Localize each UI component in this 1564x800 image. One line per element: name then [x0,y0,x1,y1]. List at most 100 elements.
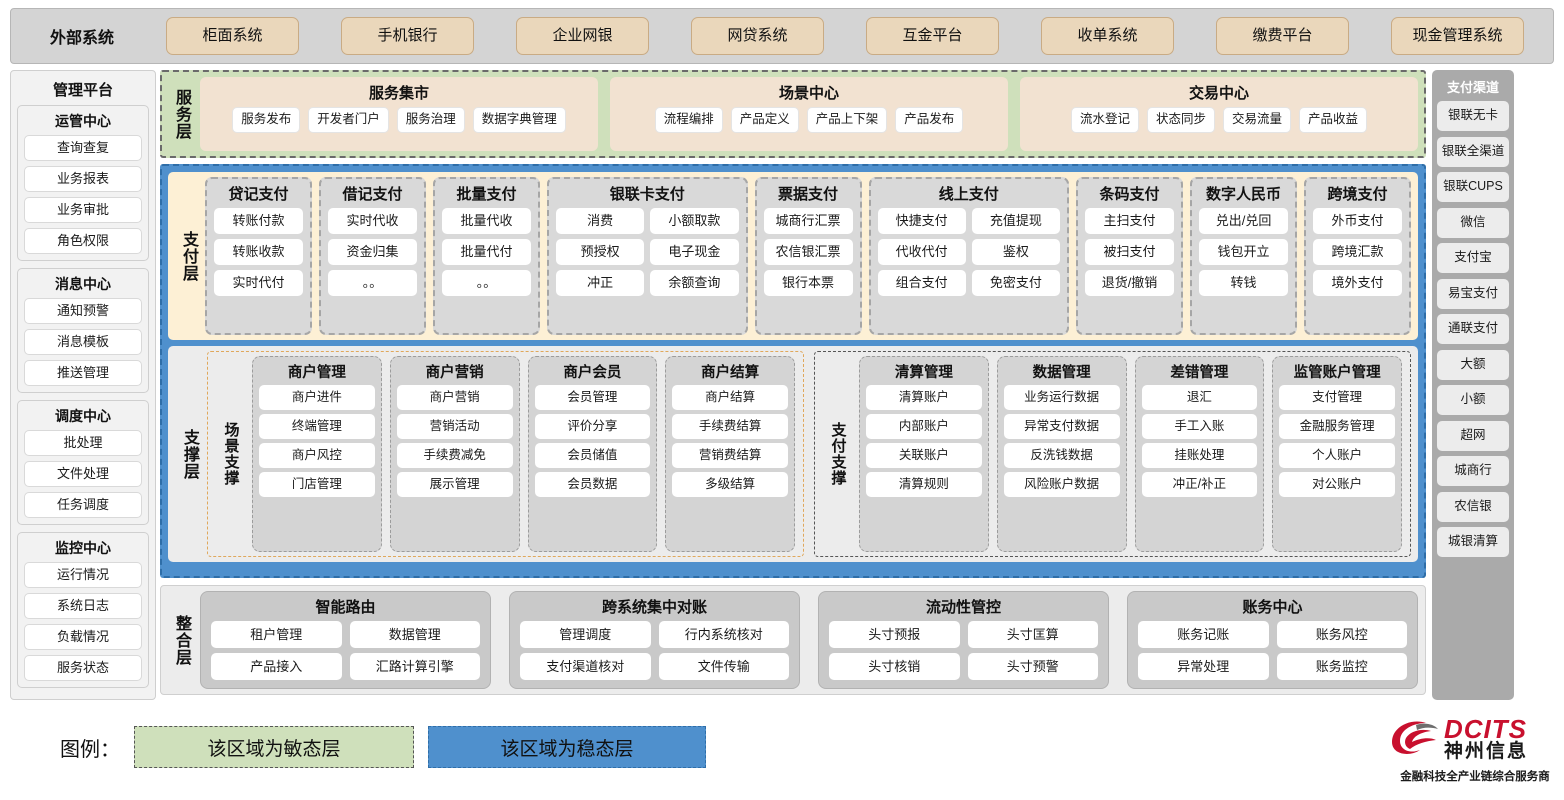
admin-item-chip[interactable]: 通知预警 [24,298,142,324]
support-item-chip[interactable]: 营销费结算 [672,443,788,468]
payment-channel-chip[interactable]: 微信 [1437,207,1509,238]
integration-item-chip[interactable]: 文件传输 [658,653,789,680]
support-item-chip[interactable]: 关联账户 [866,443,982,468]
support-item-chip[interactable]: 清算账户 [866,385,982,410]
support-item-chip[interactable]: 门店管理 [259,472,375,497]
support-item-chip[interactable]: 挂账处理 [1141,443,1258,468]
payment-channel-chip[interactable]: 农信银 [1437,491,1509,522]
payment-item-chip[interactable]: 转钱 [1199,270,1289,296]
admin-item-chip[interactable]: 文件处理 [24,461,142,487]
payment-item-chip[interactable]: 。。 [328,270,418,296]
external-system-chip[interactable]: 企业网银 [516,17,649,55]
payment-item-chip[interactable]: 被扫支付 [1085,239,1175,265]
payment-item-chip[interactable]: 资金归集 [328,239,418,265]
payment-item-chip[interactable]: 充值提现 [971,208,1060,234]
service-item-chip[interactable]: 流水登记 [1070,107,1139,133]
service-item-chip[interactable]: 产品上下架 [806,107,888,133]
support-item-chip[interactable]: 手工入账 [1141,414,1258,439]
integration-item-chip[interactable]: 账务监控 [1276,653,1407,680]
external-system-chip[interactable]: 柜面系统 [166,17,299,55]
support-item-chip[interactable]: 商户结算 [672,385,788,410]
service-item-chip[interactable]: 状态同步 [1146,107,1215,133]
payment-channel-chip[interactable]: 城商行 [1437,456,1509,486]
support-item-chip[interactable]: 业务运行数据 [1003,385,1120,410]
payment-channel-chip[interactable]: 银联CUPS [1437,172,1509,202]
payment-item-chip[interactable]: 实时代收 [328,208,418,234]
payment-item-chip[interactable]: 兑出/兑回 [1199,208,1289,234]
support-item-chip[interactable]: 退汇 [1141,385,1258,410]
payment-item-chip[interactable]: 。。 [442,270,532,296]
admin-item-chip[interactable]: 业务报表 [24,166,142,192]
integration-item-chip[interactable]: 租户管理 [211,621,342,648]
payment-item-chip[interactable]: 快捷支付 [877,208,966,234]
support-item-chip[interactable]: 风险账户数据 [1003,472,1120,497]
support-item-chip[interactable]: 反洗钱数据 [1003,443,1120,468]
integration-item-chip[interactable]: 头寸核销 [829,653,960,680]
payment-item-chip[interactable]: 实时代付 [214,270,304,296]
admin-item-chip[interactable]: 消息模板 [24,329,142,355]
admin-item-chip[interactable]: 角色权限 [24,228,142,254]
admin-item-chip[interactable]: 负载情况 [24,624,142,650]
payment-item-chip[interactable]: 代收代付 [877,239,966,265]
payment-channel-chip[interactable]: 城银清算 [1437,527,1509,557]
payment-item-chip[interactable]: 电子现金 [650,239,739,265]
payment-channel-chip[interactable]: 小额 [1437,385,1509,415]
admin-item-chip[interactable]: 任务调度 [24,492,142,518]
support-item-chip[interactable]: 清算规则 [866,472,982,497]
payment-item-chip[interactable]: 冲正 [556,270,645,296]
admin-item-chip[interactable]: 批处理 [24,430,142,456]
payment-item-chip[interactable]: 主扫支付 [1085,208,1175,234]
admin-item-chip[interactable]: 推送管理 [24,360,142,386]
support-item-chip[interactable]: 展示管理 [396,472,513,497]
support-item-chip[interactable]: 异常支付数据 [1003,414,1120,439]
service-item-chip[interactable]: 数据字典管理 [472,107,566,133]
payment-item-chip[interactable]: 鉴权 [971,239,1060,265]
support-item-chip[interactable]: 终端管理 [259,414,375,439]
integration-item-chip[interactable]: 头寸预报 [829,621,960,648]
payment-channel-chip[interactable]: 支付宝 [1437,243,1509,273]
support-item-chip[interactable]: 商户风控 [259,443,375,468]
payment-item-chip[interactable]: 退货/撤销 [1085,270,1175,296]
payment-channel-chip[interactable]: 银联无卡 [1437,101,1509,131]
payment-item-chip[interactable]: 转账付款 [214,208,304,234]
integration-item-chip[interactable]: 头寸预警 [967,653,1098,680]
support-item-chip[interactable]: 冲正/补正 [1141,472,1258,497]
support-item-chip[interactable]: 手续费减免 [396,443,513,468]
payment-item-chip[interactable]: 小额取款 [650,208,739,234]
admin-item-chip[interactable]: 服务状态 [24,655,142,681]
service-item-chip[interactable]: 流程编排 [654,107,723,133]
integration-item-chip[interactable]: 异常处理 [1138,653,1269,680]
service-item-chip[interactable]: 产品定义 [730,107,799,133]
integration-item-chip[interactable]: 产品接入 [211,653,342,680]
payment-item-chip[interactable]: 预授权 [556,239,645,265]
payment-item-chip[interactable]: 农信银汇票 [763,239,853,265]
support-item-chip[interactable]: 会员储值 [534,443,651,468]
admin-item-chip[interactable]: 运行情况 [24,562,142,588]
payment-channel-chip[interactable]: 超网 [1437,420,1509,451]
payment-item-chip[interactable]: 免密支付 [971,270,1060,296]
external-system-chip[interactable]: 缴费平台 [1216,17,1349,55]
support-item-chip[interactable]: 手续费结算 [672,414,788,439]
admin-item-chip[interactable]: 业务审批 [24,197,142,223]
service-item-chip[interactable]: 服务治理 [396,107,465,133]
support-item-chip[interactable]: 会员数据 [534,472,651,497]
payment-channel-chip[interactable]: 大额 [1437,349,1509,380]
payment-item-chip[interactable]: 消费 [556,208,645,234]
integration-item-chip[interactable]: 管理调度 [520,621,651,648]
integration-item-chip[interactable]: 数据管理 [349,621,480,648]
external-system-chip[interactable]: 收单系统 [1041,17,1174,55]
payment-item-chip[interactable]: 余额查询 [650,270,739,296]
service-item-chip[interactable]: 服务发布 [232,107,301,133]
payment-item-chip[interactable]: 批量代收 [442,208,532,234]
payment-channel-chip[interactable]: 易宝支付 [1437,278,1509,309]
support-item-chip[interactable]: 多级结算 [672,472,788,497]
service-item-chip[interactable]: 产品发布 [895,107,964,133]
payment-item-chip[interactable]: 批量代付 [442,239,532,265]
integration-item-chip[interactable]: 支付渠道核对 [520,653,651,680]
payment-item-chip[interactable]: 城商行汇票 [763,208,853,234]
support-item-chip[interactable]: 商户进件 [259,385,375,410]
integration-item-chip[interactable]: 汇路计算引擎 [349,653,480,680]
support-item-chip[interactable]: 支付管理 [1279,385,1395,410]
support-item-chip[interactable]: 会员管理 [534,385,651,410]
service-item-chip[interactable]: 交易流量 [1223,107,1292,133]
